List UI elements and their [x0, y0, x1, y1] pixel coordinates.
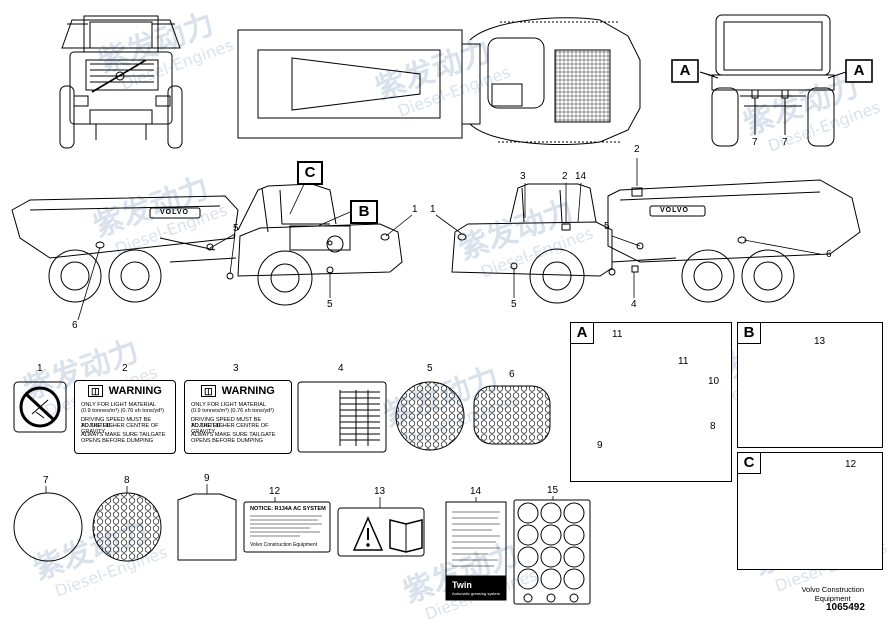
decal-2-line: ONLY FOR LIGHT MATERIAL — [81, 402, 157, 408]
decal-2-heading: ◫ WARNING — [75, 385, 175, 397]
decal-number-2: 2 — [122, 363, 128, 374]
decal-number-14: 14 — [470, 486, 482, 497]
view-tag-a-right: A — [853, 62, 865, 79]
decal-number-7: 7 — [43, 475, 49, 486]
decal-14-graphic — [445, 501, 507, 601]
callout-1-left: 1 — [412, 204, 418, 215]
callout-7-right: 7 — [782, 137, 788, 148]
rear-view-truck — [699, 14, 847, 147]
callout-5-left-top: 5 — [233, 223, 239, 234]
decal-9-plate — [177, 493, 237, 561]
decal-3-line: OPENS BEFORE DUMPING — [191, 438, 264, 444]
footer-company: Volvo Construction Equipment — [801, 585, 864, 603]
callout-4-right: 4 — [631, 299, 637, 310]
callout-14-right: 14 — [575, 171, 587, 182]
decal-7-circle — [13, 492, 83, 562]
callout-8-a: 8 — [710, 421, 716, 432]
decal-2-heading-text: WARNING — [108, 385, 162, 397]
decal-number-1: 1 — [37, 363, 43, 374]
decal-number-5: 5 — [427, 363, 433, 374]
decal-14-subtitle: Automatic greasing system — [452, 591, 501, 596]
decal-2-line: ALWAYS MAKE SURE TAILGATE — [81, 432, 166, 438]
decal-1-graphic — [13, 381, 67, 433]
decal-3-line: DRIVING SPEED MUST BE ADJUSTED — [191, 417, 262, 429]
callout-10-a: 10 — [708, 376, 720, 387]
decal-2-line: OPENS BEFORE DUMPING — [81, 438, 154, 444]
callout-6-right: 6 — [826, 249, 832, 260]
footer-company-line2: Equipment — [814, 594, 851, 603]
decal-5-reflector — [395, 381, 465, 451]
manual-icon: ◫ — [201, 385, 216, 397]
side-view-truck-left — [11, 183, 403, 306]
decal-3-line: ALWAYS MAKE SURE TAILGATE — [191, 432, 276, 438]
callout-3-right: 3 — [520, 171, 526, 182]
decal-2-warning: ◫ WARNING ONLY FOR LIGHT MATERIAL (0.9 to… — [74, 380, 176, 454]
decal-number-6: 6 — [509, 369, 515, 380]
decal-13-graphic — [337, 507, 425, 557]
top-view-truck — [237, 17, 641, 146]
callout-1-right: 1 — [430, 204, 436, 215]
front-view-truck — [59, 15, 183, 149]
decal-3-heading: ◫ WARNING — [185, 385, 291, 397]
view-tag-b: B — [350, 200, 378, 224]
decal-2-line: (0.9 tonnes/m³) (0.76 sh tons/yd³) — [81, 408, 165, 414]
view-tag-a-left: A — [679, 62, 691, 79]
decal-3-heading-text: WARNING — [221, 385, 275, 397]
decal-number-13: 13 — [374, 486, 386, 497]
decal-8-reflector — [92, 492, 162, 562]
truck-brand-right: VOLVO — [660, 207, 689, 214]
decal-2-line: DRIVING SPEED MUST BE ADJUSTED — [81, 417, 152, 429]
decal-3-line: TO THE HIGHER CENTRE OF GRAVITY — [191, 423, 269, 435]
drawing-number: 1065492 — [826, 602, 865, 613]
decal-12-text-lines — [250, 515, 322, 537]
callout-6-left: 6 — [72, 320, 78, 331]
decal-12-footer: Volvo Construction Equipment — [250, 542, 317, 548]
detail-panel-b: B — [737, 322, 883, 448]
decal-leader-ticks — [45, 484, 554, 508]
decal-14-title: Twin — [452, 580, 472, 590]
detail-panel-c: C — [737, 452, 883, 570]
decal-3-line: ONLY FOR LIGHT MATERIAL — [191, 402, 267, 408]
decal-4-graphic — [297, 381, 387, 453]
view-tag-a-left-box — [671, 59, 699, 83]
decal-12-label — [243, 501, 331, 553]
decal-number-9: 9 — [204, 473, 210, 484]
truck-brand-left: VOLVO — [160, 209, 189, 216]
detail-panel-a: A — [570, 322, 732, 482]
callout-13-b: 13 — [814, 336, 826, 347]
callout-11-a-mid: 11 — [678, 356, 689, 367]
decal-number-12: 12 — [269, 486, 281, 497]
view-tag-c: C — [297, 161, 323, 185]
decal-number-4: 4 — [338, 363, 344, 374]
callout-11-a-top: 11 — [612, 329, 623, 340]
side-view-truck-right — [451, 179, 861, 304]
callout-5-left-bottom: 5 — [327, 299, 333, 310]
callout-2-right-cab: 2 — [562, 171, 568, 182]
detail-panel-b-tag: B — [737, 322, 761, 344]
manual-icon: ◫ — [88, 385, 103, 397]
view-tag-a-right-box — [845, 59, 873, 83]
callout-7-left: 7 — [752, 137, 758, 148]
callout-5-right-bottom: 5 — [511, 299, 517, 310]
decal-3-warning: ◫ WARNING ONLY FOR LIGHT MATERIAL (0.9 to… — [184, 380, 292, 454]
leader-lines — [77, 71, 821, 321]
footer-company-line1: Volvo Construction — [801, 585, 864, 594]
decal-number-3: 3 — [233, 363, 239, 374]
callout-9-a: 9 — [597, 440, 603, 451]
callout-12-c: 12 — [845, 459, 857, 470]
detail-panel-c-tag: C — [737, 452, 761, 474]
callout-5-right-top: 5 — [604, 221, 610, 232]
decal-2-line: TO THE HIGHER CENTRE OF GRAVITY — [81, 423, 159, 435]
detail-panel-a-tag: A — [570, 322, 594, 344]
decal-15-sheet — [513, 499, 591, 605]
decal-6-reflector — [473, 385, 551, 445]
decal-number-8: 8 — [124, 475, 130, 486]
decal-12-title: NOTICE: R134A AC SYSTEM — [250, 506, 326, 512]
callout-2-right-body: 2 — [634, 144, 640, 155]
decal-number-15: 15 — [547, 485, 559, 496]
decal-3-line: (0.9 tonnes/m³) (0.76 sh tons/yd³) — [191, 408, 275, 414]
